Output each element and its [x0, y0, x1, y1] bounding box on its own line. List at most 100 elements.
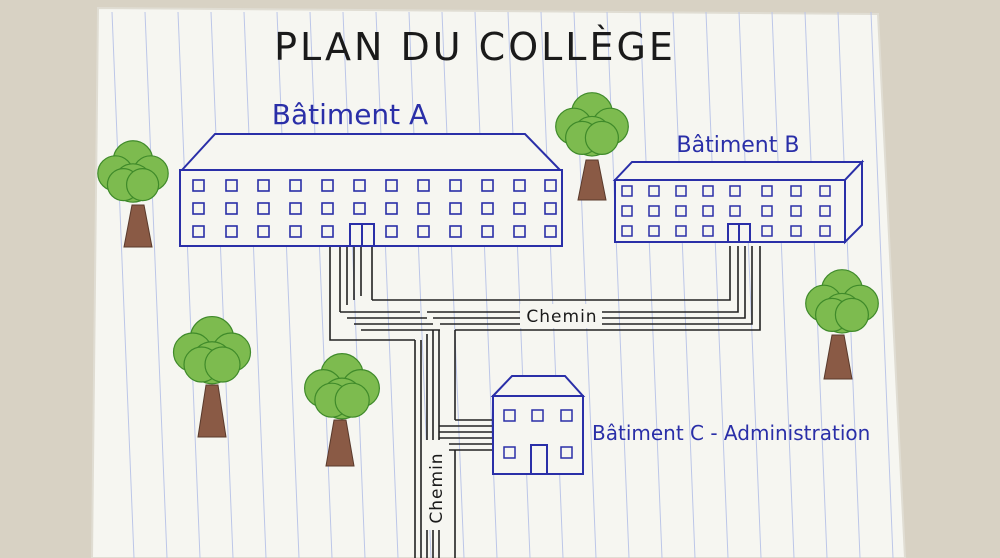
window: [648, 225, 660, 237]
window: [353, 202, 366, 215]
window: [289, 225, 302, 238]
ruling-line: [870, 11, 894, 558]
building-c-door: [530, 444, 548, 475]
ruling-line: [144, 11, 168, 558]
ruling-line: [804, 11, 828, 558]
tree-trunk: [197, 384, 227, 438]
ruling-line: [111, 11, 135, 558]
window: [702, 225, 714, 237]
window: [675, 205, 687, 217]
tree-foliage: [584, 120, 620, 155]
window: [192, 225, 205, 238]
window: [481, 225, 494, 238]
window: [790, 205, 802, 217]
window: [417, 202, 430, 215]
window: [621, 225, 633, 237]
tree-trunk: [123, 204, 153, 248]
window: [819, 185, 831, 197]
window: [417, 179, 430, 192]
window: [257, 202, 270, 215]
window: [225, 225, 238, 238]
window: [192, 179, 205, 192]
trees: [97, 92, 879, 467]
window: [321, 225, 334, 238]
window: [513, 202, 526, 215]
window: [729, 185, 741, 197]
window: [544, 179, 557, 192]
building-a-label: Bâtiment A: [272, 98, 428, 131]
ruling-line: [441, 11, 465, 558]
window: [449, 179, 462, 192]
building-b-label: Bâtiment B: [677, 133, 800, 158]
window: [449, 202, 462, 215]
tree: [555, 92, 629, 201]
window: [321, 179, 334, 192]
ruling-line: [375, 11, 399, 558]
window: [353, 179, 366, 192]
ruling-line: [672, 11, 696, 558]
tree-foliage: [204, 346, 241, 383]
ruling-line: [210, 11, 234, 558]
ruling-line: [639, 11, 663, 558]
window: [761, 225, 773, 237]
window: [385, 202, 398, 215]
tree: [805, 269, 879, 380]
tree: [303, 353, 381, 467]
path-label-horizontal: Chemin: [526, 307, 597, 327]
window: [790, 185, 802, 197]
window: [702, 205, 714, 217]
ruling-line: [309, 11, 333, 558]
window: [225, 179, 238, 192]
ruling-line: [276, 11, 300, 558]
path-label-vertical: Chemin: [427, 452, 447, 523]
window: [257, 179, 270, 192]
window: [648, 205, 660, 217]
building-b-windows: [621, 185, 831, 237]
window: [819, 205, 831, 217]
page-title: PLAN DU COLLÈGE: [274, 25, 676, 69]
ruling-line: [177, 11, 201, 558]
window: [544, 202, 557, 215]
window: [321, 202, 334, 215]
window: [289, 202, 302, 215]
tree-trunk: [577, 159, 607, 201]
tree-foliage: [334, 382, 370, 418]
ruling-line: [705, 11, 729, 558]
tree-trunk: [325, 419, 355, 467]
ruling-line: [606, 11, 630, 558]
tree-foliage: [126, 168, 160, 202]
window: [513, 225, 526, 238]
paper-ruling: [111, 11, 894, 558]
building-c: [490, 375, 586, 475]
window: [289, 179, 302, 192]
tree-foliage: [834, 297, 870, 332]
window: [192, 202, 205, 215]
window: [621, 205, 633, 217]
window: [702, 185, 714, 197]
window: [761, 205, 773, 217]
building-a-windows: [192, 179, 557, 238]
window: [225, 202, 238, 215]
window: [385, 225, 398, 238]
window: [513, 179, 526, 192]
tree-trunk: [823, 334, 853, 380]
window: [481, 202, 494, 215]
building-c-label: Bâtiment C - Administration: [592, 421, 870, 445]
building-b: [612, 159, 865, 245]
window: [257, 225, 270, 238]
window: [648, 185, 660, 197]
window: [675, 185, 687, 197]
window: [449, 225, 462, 238]
building-a: [179, 133, 563, 247]
tree: [97, 140, 169, 248]
ruling-line: [771, 11, 795, 558]
window: [761, 185, 773, 197]
window: [417, 225, 430, 238]
ruling-line: [243, 11, 267, 558]
window: [790, 225, 802, 237]
window: [819, 225, 831, 237]
window: [621, 185, 633, 197]
tree: [172, 315, 252, 438]
